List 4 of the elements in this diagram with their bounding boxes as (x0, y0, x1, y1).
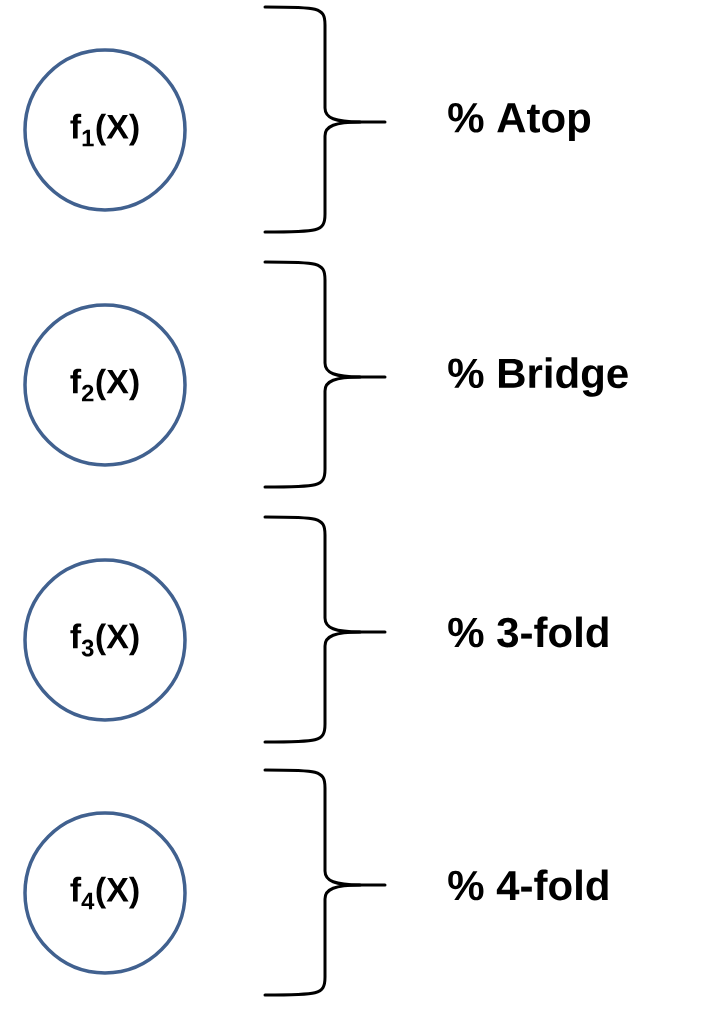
percentage-label: % Atop (448, 103, 591, 141)
percentage-label: % 3-fold (448, 616, 608, 648)
percentage-label: % 4-fold (448, 869, 608, 901)
percentage-label: % Bridge (448, 357, 628, 397)
